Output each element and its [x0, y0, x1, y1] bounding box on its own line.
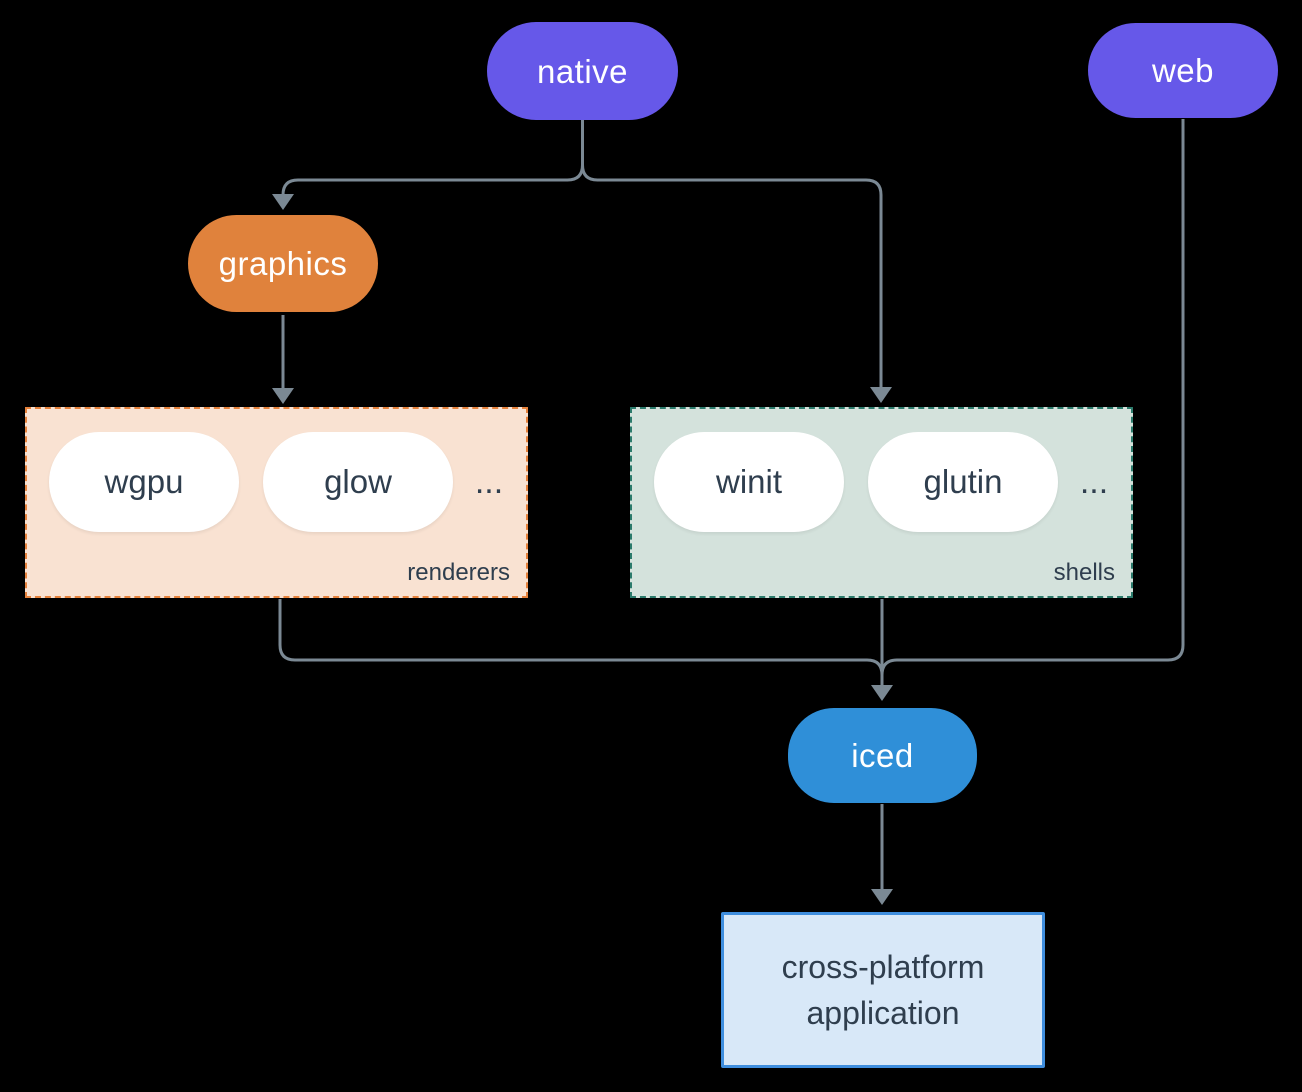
arrowhead-graphics — [272, 194, 294, 210]
node-graphics-label: graphics — [218, 245, 348, 282]
edge-native-to-graphics — [281, 120, 584, 196]
node-iced-label: iced — [851, 737, 914, 774]
node-glow: glow — [263, 432, 453, 532]
shells-ellipsis: ... — [1079, 462, 1109, 501]
node-iced: iced — [788, 708, 977, 803]
renderers-ellipsis: ... — [474, 462, 504, 501]
node-web: web — [1088, 23, 1278, 118]
node-winit: winit — [654, 432, 844, 532]
node-graphics: graphics — [188, 215, 378, 312]
edge-renderers-to-iced — [278, 599, 884, 676]
node-native: native — [487, 22, 678, 120]
node-web-label: web — [1151, 52, 1215, 89]
arrowhead-shells — [870, 387, 892, 403]
arrowhead-renderers — [272, 388, 294, 404]
node-glutin-label: glutin — [923, 463, 1003, 500]
edge-native-to-shells — [581, 164, 883, 389]
group-renderers: wgpu glow ... renderers — [25, 407, 528, 598]
application-label-line2: application — [806, 995, 960, 1031]
group-shells: winit glutin ... shells — [630, 407, 1133, 598]
node-wgpu-label: wgpu — [104, 463, 184, 500]
node-glow-label: glow — [324, 463, 392, 500]
application-label-line1: cross-platform — [781, 949, 985, 985]
edge-web-to-iced — [880, 119, 1185, 676]
node-winit-label: winit — [715, 463, 783, 500]
renderers-group-label: renderers — [407, 559, 510, 586]
node-glutin: glutin — [868, 432, 1058, 532]
node-native-label: native — [536, 52, 629, 90]
arrowhead-iced — [871, 685, 893, 701]
node-wgpu: wgpu — [49, 432, 239, 532]
node-cross-platform-application: cross-platform application — [721, 912, 1045, 1068]
arrowhead-application — [871, 889, 893, 905]
shells-group-label: shells — [1053, 559, 1115, 586]
